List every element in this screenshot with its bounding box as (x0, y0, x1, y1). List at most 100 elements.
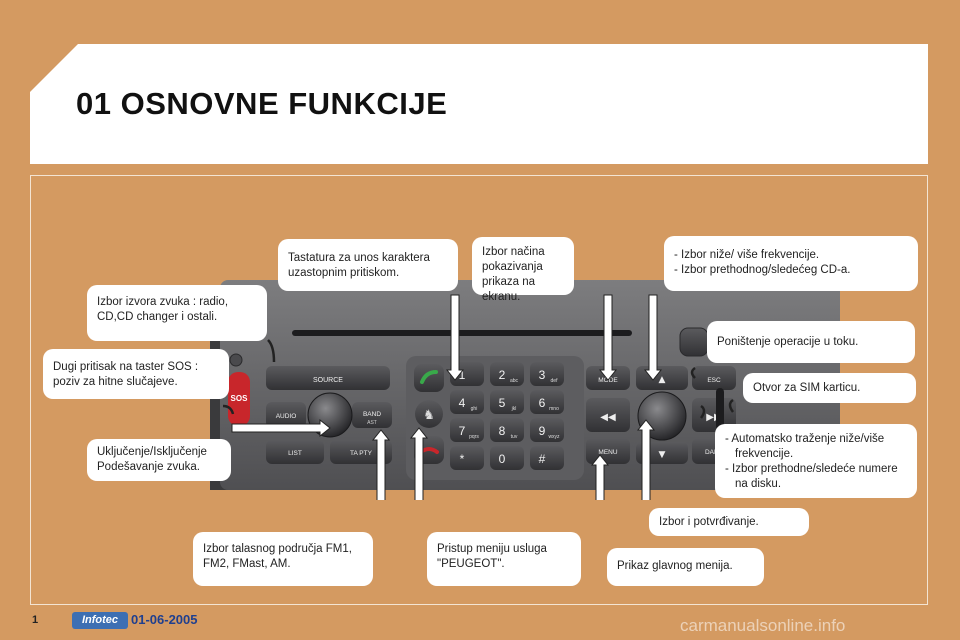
callout-freq: Izbor niže/ više frekvencije.Izbor preth… (664, 236, 918, 291)
keypad-key-letters: tuv (511, 434, 518, 440)
keypad-key-digit: 7 (459, 424, 466, 438)
keypad-key[interactable] (490, 418, 524, 442)
callout-sos: Dugi pritisak na taster SOS : poziv za h… (43, 349, 229, 399)
keypad-key[interactable] (450, 418, 484, 442)
dark-label: DARK (705, 449, 724, 456)
call-button (414, 364, 444, 392)
callout-auto-search: Automatsko traženje niže/više frekvencij… (715, 424, 917, 498)
fast-forward-icon: ▶▶ (706, 412, 722, 423)
arrow-cancel (690, 366, 696, 379)
keypad-key-letters: mno (549, 406, 559, 412)
keypad-key[interactable] (450, 390, 484, 414)
callout-auto-search-item: Automatsko traženje niže/više frekvencij… (725, 432, 907, 462)
keypad-key-digit: 1 (459, 368, 466, 382)
callout-auto-search-item: Izbor prethodne/sledeće numere na disku. (725, 462, 907, 492)
callout-sim-text: Otvor za SIM karticu. (753, 382, 861, 394)
phone-icon (420, 370, 438, 384)
callout-keypad: Tastatura za unos karaktera uzastopnim p… (278, 239, 458, 291)
callout-display-mode-text: Izbor načina pokazivanja prikaza na ekra… (482, 246, 545, 303)
keypad-key-digit: 0 (499, 452, 506, 466)
radio-illustration: SOS SOURCE AUDIO BAND AST LIST TA PTY ♞ … (210, 280, 840, 500)
callout-freq-item: Izbor niže/ više frekvencije. (674, 248, 908, 263)
source-label: SOURCE (313, 377, 343, 384)
arrow-confirm (636, 419, 656, 500)
callout-confirm-text: Izbor i potvrđivanje. (659, 516, 759, 528)
keypad-key-digit: 8 (499, 424, 506, 438)
cd-slot (292, 330, 632, 336)
arrow-display-mode (598, 294, 618, 381)
content-frame (30, 175, 928, 605)
menu-button (586, 438, 630, 464)
rewind-icon: ◀◀ (600, 412, 616, 423)
callout-display-mode: Izbor načina pokazivanja prikaza na ekra… (472, 237, 574, 303)
audio-button (266, 402, 306, 428)
keypad-key-digit: 2 (499, 368, 506, 382)
arrow-main-menu (590, 454, 610, 500)
arrow-peugeot (409, 427, 429, 500)
callout-power-text: Uključenje/Isključenje Podešavanje zvuka… (97, 446, 207, 473)
sos-label: SOS (231, 394, 249, 403)
ta-pty-label: TA PTY (350, 450, 373, 457)
up-arrow-icon: ▲ (659, 375, 666, 385)
keypad-key-digit: 5 (499, 396, 506, 410)
footer-date: 01-06-2005 (131, 612, 198, 627)
keypad-key-digit: 4 (459, 396, 466, 410)
page-title: 01 OSNOVNE FUNKCIJE (76, 86, 448, 121)
callout-keypad-text: Tastatura za unos karaktera uzastopnim p… (288, 252, 430, 279)
keypad-key-letters: ghi (471, 406, 478, 412)
callout-freq-item: Izbor prethodnog/sledećeg CD-a. (674, 263, 908, 278)
source-button (266, 366, 390, 390)
arrow-sim (728, 398, 735, 413)
callout-source: Izbor izvora zvuka : radio, CD,CD change… (87, 285, 267, 341)
down-arrow-icon: ▼ (659, 450, 666, 460)
eject-button (679, 327, 709, 357)
arrow-sos (222, 404, 235, 415)
callout-main-menu-text: Prikaz glavnog menija. (617, 560, 733, 572)
keypad-key-digit: 6 (539, 396, 546, 410)
keypad-key-letters: abc (510, 378, 519, 384)
keypad-key[interactable] (450, 446, 484, 470)
band-label: BAND (363, 411, 381, 418)
arrow-band (371, 429, 391, 500)
callout-main-menu: Prikaz glavnog menija. (607, 548, 764, 586)
keypad-key[interactable] (530, 362, 564, 386)
menu-label: MENU (598, 449, 617, 456)
keypad-key[interactable] (530, 390, 564, 414)
callout-source-text: Izbor izvora zvuka : radio, CD,CD change… (97, 296, 229, 323)
seek-back-button (586, 398, 630, 432)
infotec-logo: Infotec (72, 612, 128, 629)
list-button (266, 440, 324, 464)
arrow-auto-search (699, 404, 706, 419)
callout-peugeot: Pristup meniju usluga "PEUGEOT". (427, 532, 581, 586)
keypad-key-digit: 9 (539, 424, 546, 438)
keypad-key-letters: def (551, 378, 559, 384)
callout-sim: Otvor za SIM karticu. (743, 373, 916, 403)
keypad-key[interactable] (490, 390, 524, 414)
keypad-key[interactable] (530, 446, 564, 470)
keypad-key-letters: pqrs (469, 434, 479, 440)
keypad-key[interactable] (490, 362, 524, 386)
header-panel (30, 44, 928, 164)
mode-label: MODE (598, 377, 618, 384)
watermark: carmanualsonline.info (680, 616, 846, 635)
sos-indicator (229, 353, 243, 367)
callout-band-text: Izbor talasnog područja FM1, FM2, FMast,… (203, 543, 352, 570)
keypad-key-letters: jkl (511, 406, 517, 412)
keypad-key-letters: wxyz (548, 434, 560, 440)
band-button (352, 402, 392, 428)
callout-sos-text: Dugi pritisak na taster SOS : poziv za h… (53, 361, 199, 388)
ast-label: AST (367, 420, 377, 426)
peugeot-lion-icon: ♞ (423, 408, 435, 423)
keypad-key[interactable] (490, 446, 524, 470)
callout-peugeot-text: Pristup meniju usluga "PEUGEOT". (437, 543, 547, 570)
callout-band: Izbor talasnog područja FM1, FM2, FMast,… (193, 532, 373, 586)
list-label: LIST (288, 450, 302, 457)
keypad-key[interactable] (530, 418, 564, 442)
arrow-source (267, 339, 276, 363)
callout-confirm: Izbor i potvrđivanje. (649, 508, 809, 536)
audio-label: AUDIO (276, 413, 297, 420)
callout-cancel: Poništenje operacije u toku. (707, 321, 915, 363)
arrow-keypad (445, 294, 465, 381)
arrow-power (231, 418, 331, 438)
